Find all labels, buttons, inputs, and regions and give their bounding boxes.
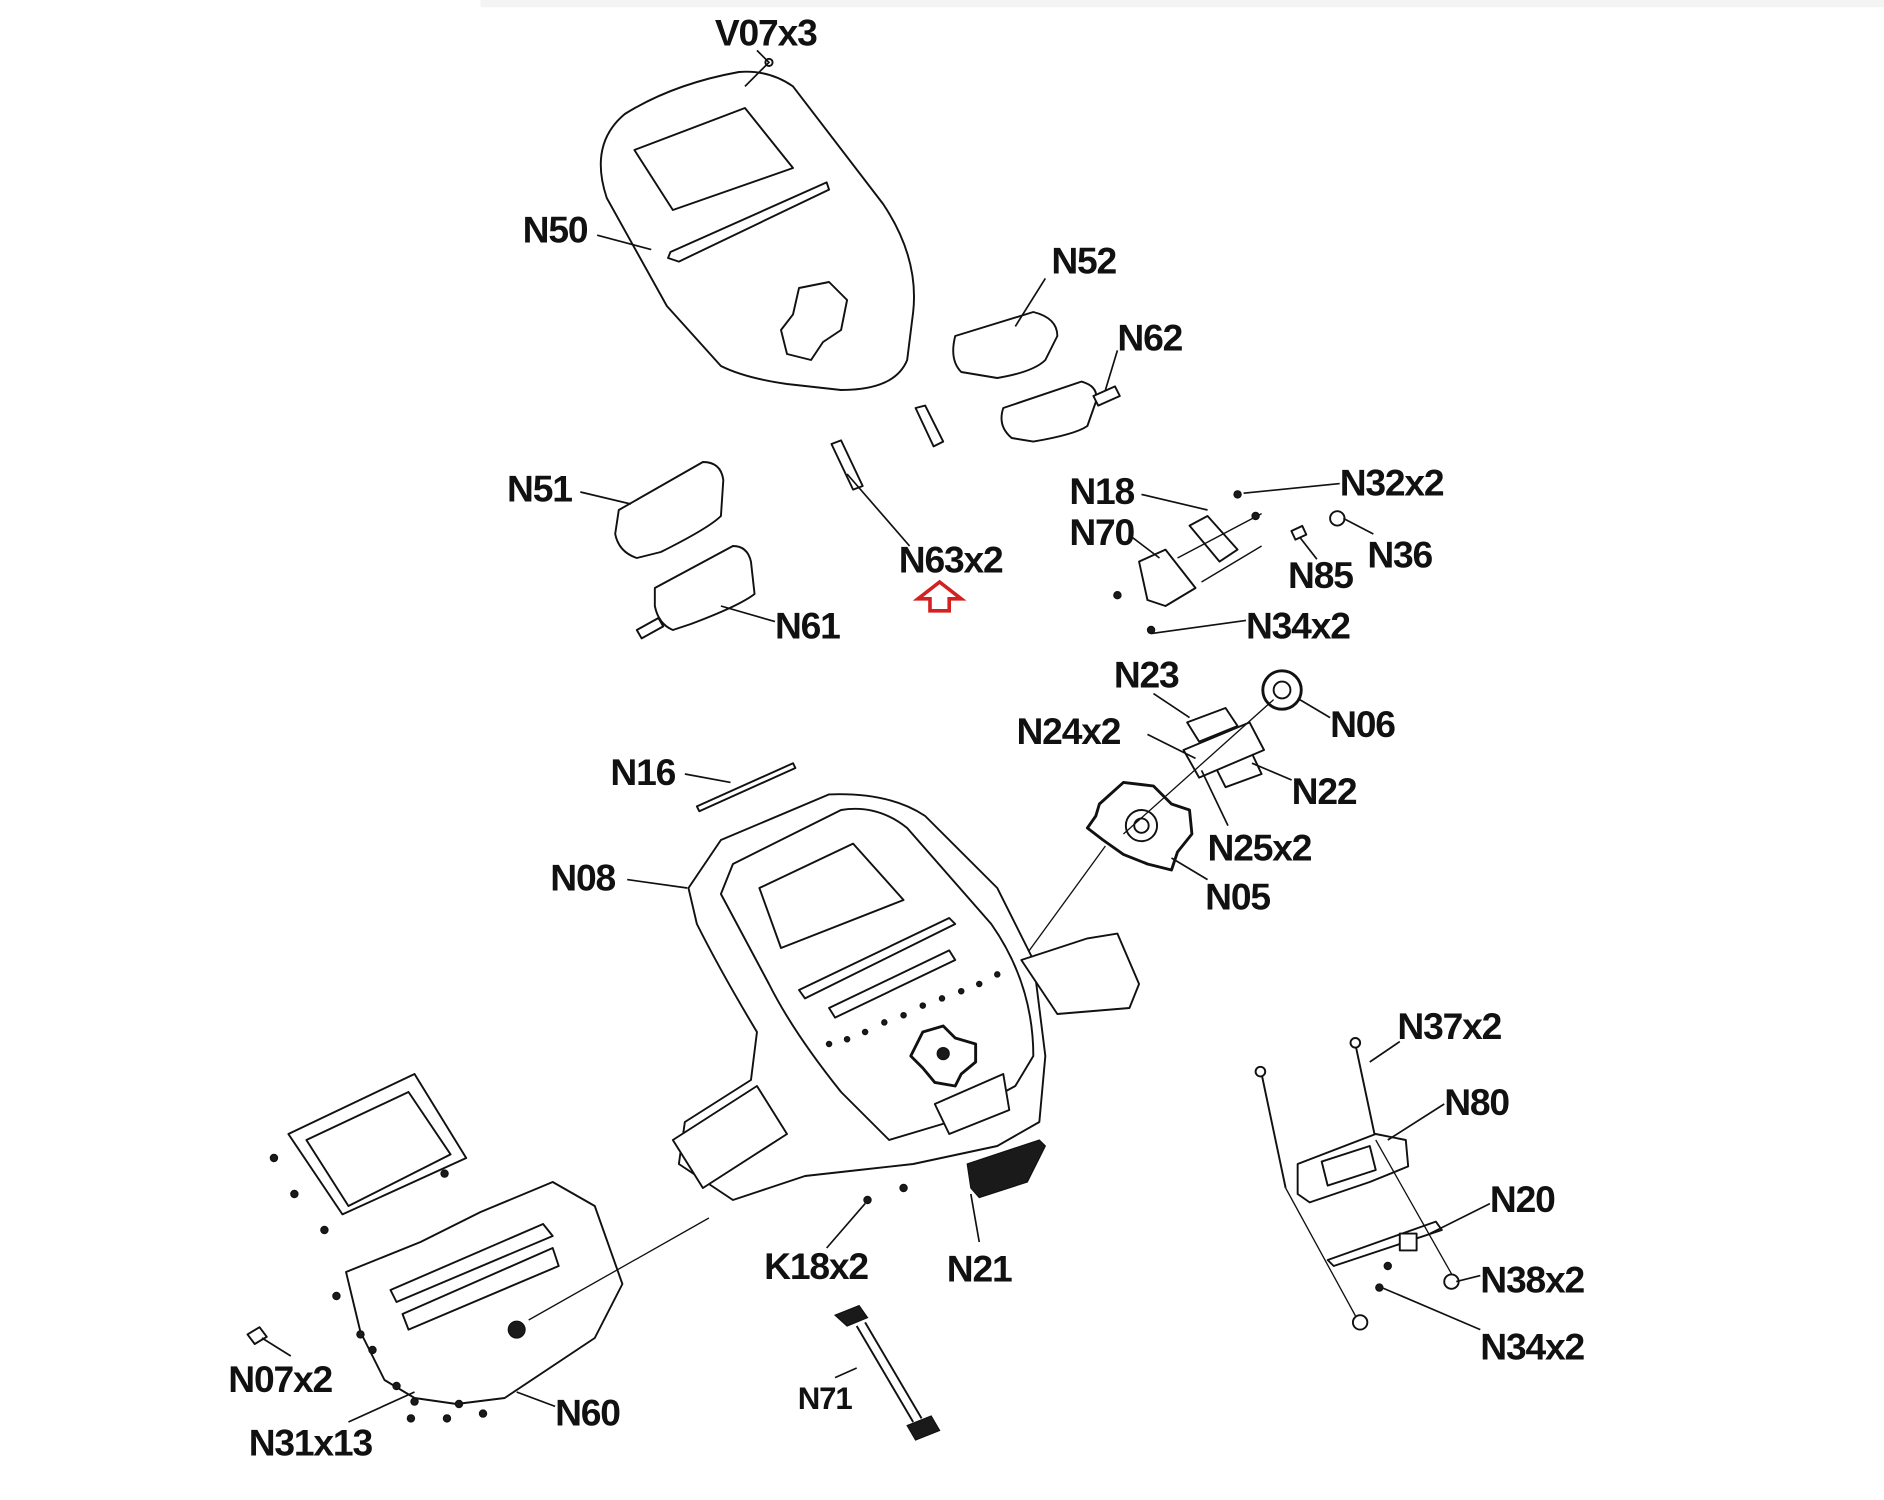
assembly-axis xyxy=(528,1217,710,1321)
part-display-bracket[interactable] xyxy=(287,1073,468,1216)
part-n50-overlay[interactable] xyxy=(599,70,915,391)
part-n52[interactable] xyxy=(952,311,1059,379)
part-n60-pcb[interactable] xyxy=(345,1181,624,1405)
label-n38x2: N38x2 xyxy=(1480,1258,1584,1300)
assembly-axis xyxy=(1285,1187,1359,1321)
part-n21-vent[interactable] xyxy=(966,1139,1047,1199)
label-n32x2: N32x2 xyxy=(1340,462,1444,504)
part-n37-bolts[interactable] xyxy=(1254,1037,1377,1189)
assembly-axis xyxy=(1375,1139,1455,1279)
part-n70-switch[interactable] xyxy=(1113,548,1197,635)
label-n22: N22 xyxy=(1292,770,1357,812)
label-n62: N62 xyxy=(1117,316,1182,358)
part-n71-cable[interactable] xyxy=(833,1304,941,1441)
part-n05-knob[interactable] xyxy=(1085,780,1194,872)
label-n85: N85 xyxy=(1288,554,1353,596)
label-n16: N16 xyxy=(610,751,675,793)
part-k18-screw[interactable] xyxy=(863,1195,872,1205)
label-n18: N18 xyxy=(1069,470,1134,512)
label-n20: N20 xyxy=(1490,1178,1555,1220)
part-n61[interactable] xyxy=(635,545,756,640)
part-n62[interactable] xyxy=(1000,380,1121,443)
part-n34-screw[interactable] xyxy=(1383,1261,1392,1271)
highlight-arrow-up-icon xyxy=(912,579,967,613)
label-n37x2: N37x2 xyxy=(1397,1005,1501,1047)
label-n25x2: N25x2 xyxy=(1208,826,1312,868)
part-n20-plate[interactable] xyxy=(1326,1220,1443,1267)
label-n23: N23 xyxy=(1114,654,1179,696)
label-v07x3: V07x3 xyxy=(715,12,817,54)
label-n34x2-bottom: N34x2 xyxy=(1480,1326,1584,1368)
assembly-axis xyxy=(1122,699,1275,835)
button-dots xyxy=(825,971,1001,1048)
label-n05: N05 xyxy=(1205,876,1270,918)
part-n08-console[interactable] xyxy=(671,793,1141,1201)
label-n36: N36 xyxy=(1367,534,1432,576)
label-n60: N60 xyxy=(555,1392,620,1434)
label-n06: N06 xyxy=(1330,703,1395,745)
label-n52: N52 xyxy=(1051,240,1116,282)
part-n18-bracket[interactable] xyxy=(1177,512,1262,583)
label-k18x2: K18x2 xyxy=(764,1245,868,1287)
part-n31-screws[interactable] xyxy=(269,1153,488,1423)
label-n71: N71 xyxy=(798,1381,853,1416)
part-n06-bearing[interactable] xyxy=(1261,669,1303,711)
part-n63-connectors[interactable] xyxy=(830,404,945,491)
part-n23[interactable] xyxy=(1186,707,1239,743)
top-strip xyxy=(480,0,1884,8)
label-n07x2: N07x2 xyxy=(228,1358,332,1400)
part-n32-screw[interactable] xyxy=(1251,511,1260,521)
part-k18-screw[interactable] xyxy=(899,1183,908,1193)
label-n21: N21 xyxy=(947,1248,1012,1290)
label-n31x13: N31x13 xyxy=(249,1422,373,1464)
part-n07-screw[interactable] xyxy=(246,1326,268,1345)
label-n24x2: N24x2 xyxy=(1016,710,1120,752)
part-n32-screw[interactable] xyxy=(1233,490,1242,499)
part-n16[interactable] xyxy=(695,762,797,813)
label-n50: N50 xyxy=(523,208,588,250)
leader-lines xyxy=(261,49,1491,1423)
label-n08: N08 xyxy=(550,856,615,898)
part-n51[interactable] xyxy=(614,461,725,559)
part-n80-bracket[interactable] xyxy=(1296,1133,1410,1204)
label-n61: N61 xyxy=(775,604,840,646)
part-n38-washer[interactable] xyxy=(1351,1314,1369,1331)
part-n36[interactable] xyxy=(1329,510,1346,527)
label-n63x2[interactable]: N63x2 xyxy=(899,538,1004,580)
label-n70: N70 xyxy=(1069,511,1134,553)
label-n34x2-top: N34x2 xyxy=(1246,604,1350,646)
label-n80: N80 xyxy=(1444,1081,1509,1123)
label-n51: N51 xyxy=(507,468,572,510)
part-n22[interactable] xyxy=(1182,721,1265,789)
part-n85[interactable] xyxy=(1290,524,1308,541)
